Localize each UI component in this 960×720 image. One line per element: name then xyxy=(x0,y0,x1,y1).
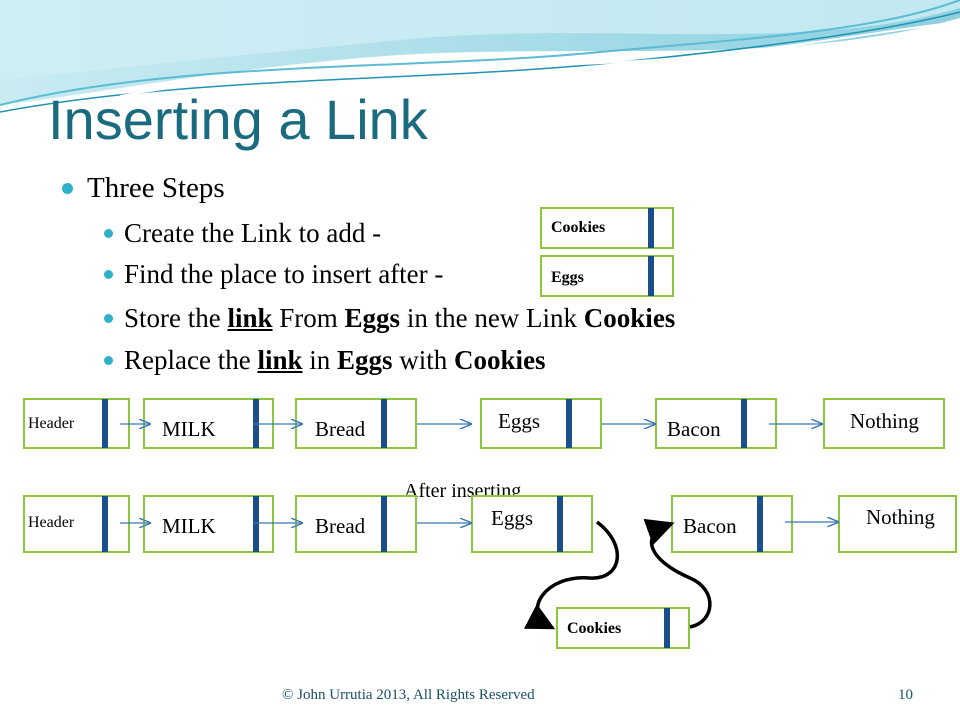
slide-title: Inserting a Link xyxy=(48,88,428,151)
header-wave-decoration xyxy=(0,0,960,113)
after-node-bacon: Bacon xyxy=(671,495,793,553)
link-pointer-bar xyxy=(381,399,387,448)
link-pointer-bar xyxy=(664,608,670,648)
sample-node-eggs: Eggs xyxy=(540,255,674,297)
bullet-dot-icon xyxy=(104,356,113,365)
bullet-step-1: Create the Link to add - xyxy=(104,218,381,249)
bullet-step-2: Find the place to insert after - xyxy=(104,259,443,290)
bullet-dot-icon xyxy=(104,229,113,238)
page-number: 10 xyxy=(898,687,913,703)
after-node-eggs: Eggs xyxy=(471,495,593,553)
link-pointer-bar xyxy=(253,399,259,448)
after-node-cookies: Cookies xyxy=(556,607,690,649)
bullet-dot-icon xyxy=(104,270,113,279)
link-pointer-bar xyxy=(741,399,747,448)
after-node-header: Header xyxy=(23,495,130,553)
link-pointer-bar xyxy=(102,496,108,552)
link-pointer-bar xyxy=(566,399,572,448)
before-node-header: Header xyxy=(23,398,130,449)
link-pointer-bar xyxy=(381,496,387,552)
bullet-three-steps: Three Steps xyxy=(62,172,225,205)
bullet-step-3: Store the link From Eggs in the new Link… xyxy=(104,303,675,334)
bullet-step-4: Replace the link in Eggs with Cookies xyxy=(104,345,546,376)
link-pointer-bar xyxy=(557,496,563,552)
before-node-bacon: Bacon xyxy=(655,398,777,449)
link-pointer-bar xyxy=(253,496,259,552)
before-node-bread: Bread xyxy=(295,398,417,449)
sample-node-cookies: Cookies xyxy=(540,207,674,249)
link-pointer-bar xyxy=(757,496,763,552)
footer-copyright: © John Urrutia 2013, All Rights Reserved xyxy=(282,687,535,703)
before-node-eggs: Eggs xyxy=(480,398,602,449)
after-node-milk: MILK xyxy=(143,495,274,553)
link-pointer-bar xyxy=(648,208,654,248)
after-node-bread: Bread xyxy=(295,495,417,553)
before-node-nothing: Nothing xyxy=(823,398,945,449)
link-pointer-bar xyxy=(102,399,108,448)
after-node-nothing: Nothing xyxy=(838,495,957,553)
link-pointer-bar xyxy=(648,256,654,296)
bullet-dot-icon xyxy=(62,183,73,194)
bullet-dot-icon xyxy=(104,314,113,323)
before-node-milk: MILK xyxy=(143,398,274,449)
